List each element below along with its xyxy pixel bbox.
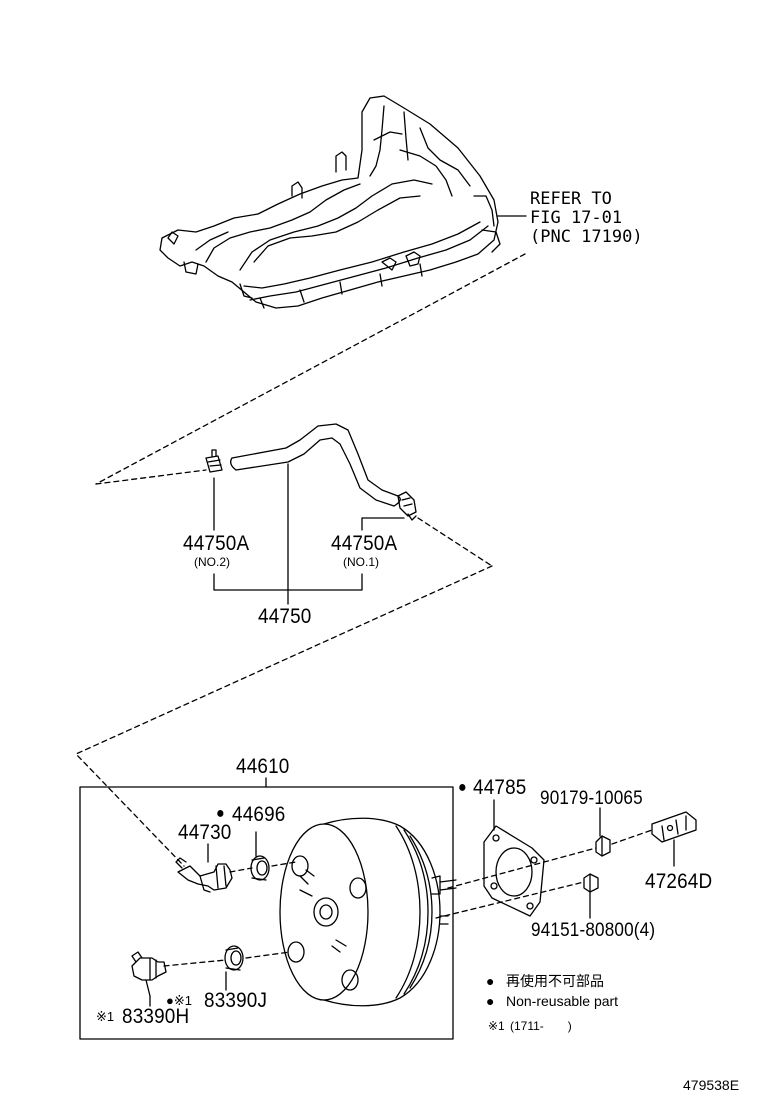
legend-en-text: Non-reusable part xyxy=(506,993,619,1009)
dashed-line-stud-to-nut xyxy=(435,881,585,919)
dashed-line-seal-to-booster xyxy=(245,951,291,959)
brake-booster-drawing xyxy=(279,817,457,1007)
label-sensor: 83390H xyxy=(122,1005,190,1028)
seal-drawing xyxy=(224,945,244,971)
sensor-drawing xyxy=(131,951,167,997)
refer-line-2: FIG 17-01 xyxy=(530,208,623,228)
label-sensor-mark: ※1 xyxy=(96,1009,115,1024)
dashed-line-stud-to-clip xyxy=(447,847,597,889)
figure-id: 479538E xyxy=(683,1077,740,1093)
label-gasket: 44785 xyxy=(473,776,527,799)
legend-bullet-en: ● xyxy=(486,993,495,1009)
legend-jp-text: 再使用不可部品 xyxy=(506,973,604,989)
dashed-line-manifold-to-hose xyxy=(95,253,526,485)
dashed-line-sensor-to-seal xyxy=(163,959,227,967)
leader-clamp-no1 xyxy=(361,517,405,531)
clevis-drawing xyxy=(651,811,697,843)
label-clip: 90179-10065 xyxy=(540,788,643,809)
check-valve-drawing xyxy=(175,857,233,893)
label-seal-marks: ●※1 xyxy=(166,993,192,1008)
grommet-drawing xyxy=(250,855,270,881)
dashed-line-to-booster xyxy=(75,565,493,867)
dashed-line-hose-left xyxy=(95,469,207,485)
refer-line-1: REFER TO xyxy=(530,189,612,209)
label-booster-assembly: 44610 xyxy=(236,755,290,778)
label-clevis: 47264D xyxy=(645,870,713,893)
nut-drawing xyxy=(583,873,599,893)
refer-line-3: (PNC 17190) xyxy=(530,227,643,247)
intake-manifold-illustration xyxy=(159,95,501,309)
clamp-no2-drawing xyxy=(205,449,223,473)
label-clamp-no1: 44750A xyxy=(331,532,398,555)
label-grommet-mark: ● xyxy=(216,805,225,822)
label-clamp-no1-sub: (NO.1) xyxy=(343,555,379,569)
label-nut: 94151-80800(4) xyxy=(531,920,656,941)
legend-note-mark: ※1 xyxy=(488,1019,505,1033)
vacuum-hose xyxy=(230,423,401,507)
label-gasket-mark: ● xyxy=(458,779,467,796)
label-clamp-no2: 44750A xyxy=(183,532,250,555)
legend-note-text: (1711- ) xyxy=(510,1019,572,1033)
label-hose: 44750 xyxy=(258,605,312,628)
label-clamp-no2-sub: (NO.2) xyxy=(194,555,230,569)
clip-drawing xyxy=(595,835,611,857)
clamp-no1-drawing xyxy=(397,491,417,521)
label-check-valve: 44730 xyxy=(178,821,232,844)
label-grommet: 44696 xyxy=(232,803,286,826)
legend-bullet-jp: ● xyxy=(486,973,495,989)
label-seal: 83390J xyxy=(204,989,268,1012)
dashed-line-clip-to-clevis xyxy=(611,829,653,845)
dashed-line-valve-to-grommet xyxy=(229,867,253,873)
dashed-line-clamp-right xyxy=(417,517,493,567)
gasket-drawing xyxy=(483,825,545,917)
